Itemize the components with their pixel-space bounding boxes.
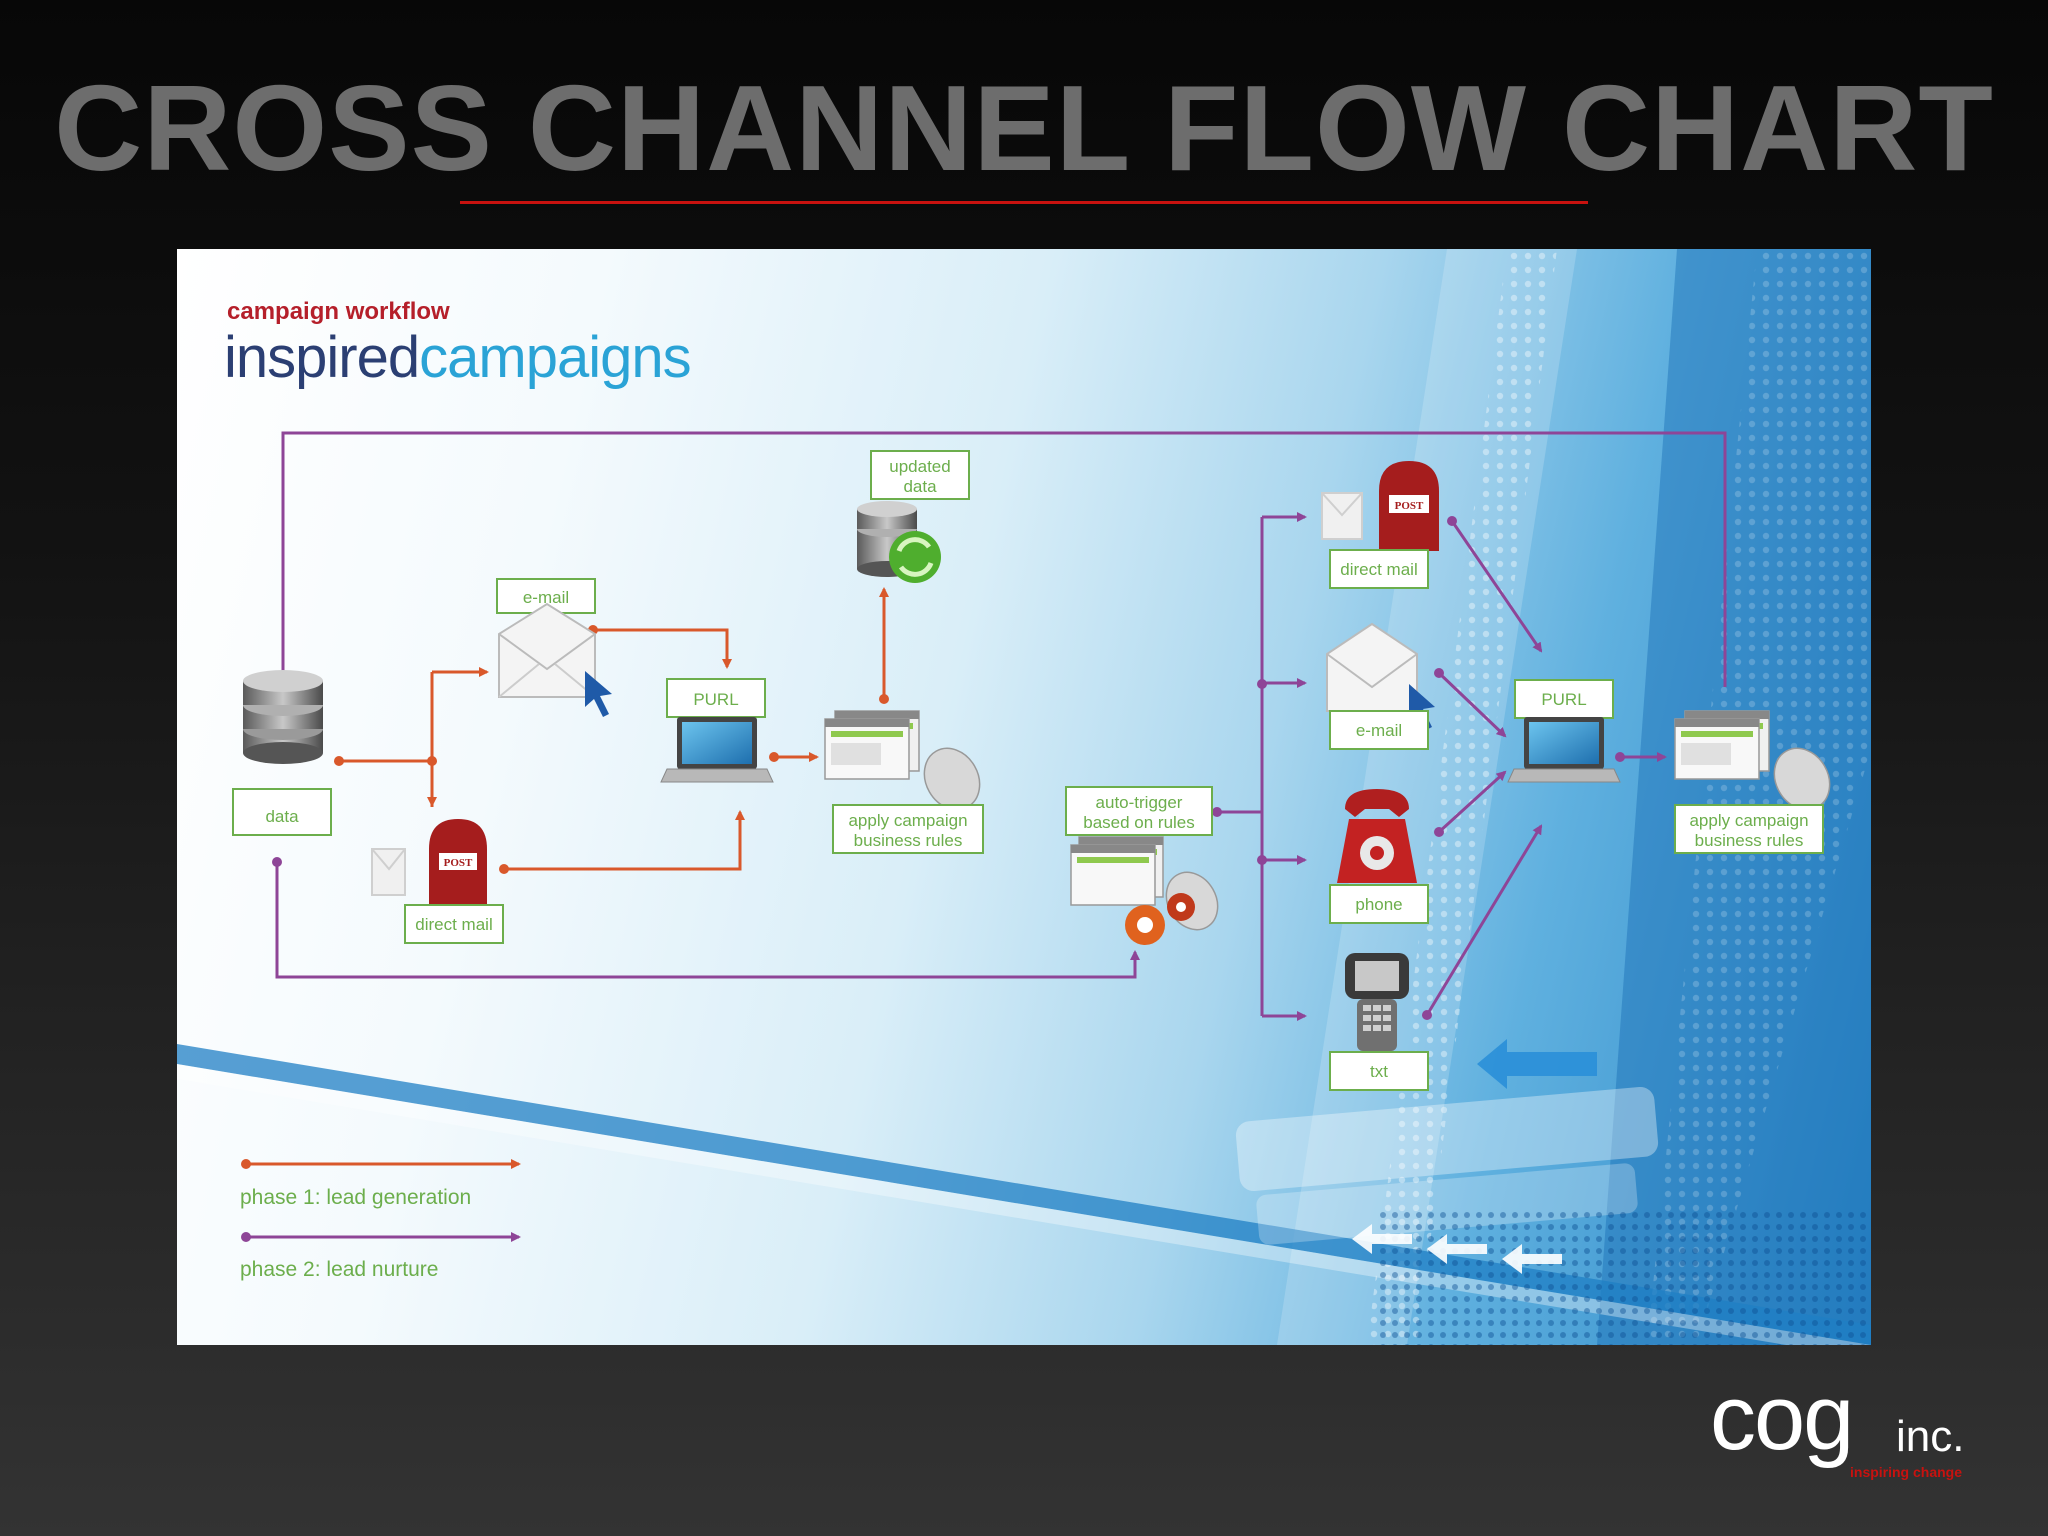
cursor-icon [1409, 684, 1435, 730]
updated-data-label-1: updated [889, 457, 950, 476]
direct-mail-2-box [1329, 549, 1429, 589]
phase1-connector-dots [334, 625, 889, 874]
brand-part2: campaigns [419, 325, 690, 390]
envelope-icon [1326, 622, 1418, 712]
phase2-connectors [275, 431, 1727, 1021]
direct-mail-1-label: direct mail [415, 915, 492, 934]
phone-icon [1337, 789, 1417, 883]
title-underline [460, 201, 1588, 204]
data-node-label: data [265, 807, 299, 826]
flow-chart-panel: campaign workflow inspiredcampaigns [177, 249, 1871, 1345]
phase2-connector-dots [272, 516, 1625, 1020]
auto-trigger-label-2: based on rules [1083, 813, 1195, 832]
mailbox-icon: POST [371, 819, 487, 905]
purl-2-label: PURL [1541, 690, 1586, 709]
envelope-icon [498, 602, 596, 698]
purl-1-label: PURL [693, 690, 738, 709]
slide-title: CROSS CHANNEL FLOW CHART [54, 60, 1994, 196]
browser-mouse-icon [824, 710, 981, 811]
cursor-icon [585, 671, 612, 717]
apply-rules-1-label-2: business rules [854, 831, 963, 850]
refresh-icon [889, 531, 941, 583]
updated-data-label-2: data [903, 477, 937, 496]
apply-rules-2-label-2: business rules [1695, 831, 1804, 850]
diagram-brand: inspiredcampaigns [224, 325, 691, 390]
brand-part1: inspired [224, 325, 419, 390]
diagram-kicker: campaign workflow [227, 298, 450, 325]
browser-mouse-icon [1674, 710, 1831, 811]
flow-chart-diagram: campaign workflow inspiredcampaigns [177, 249, 1871, 1345]
database-icon [243, 670, 323, 764]
browser-gear-icon [1070, 836, 1219, 945]
txt-box [1329, 1051, 1429, 1091]
data-node-box [232, 788, 332, 836]
logo-suffix-text: inc. [1896, 1412, 1965, 1461]
purl-1-box [666, 678, 766, 718]
apply-rules-1-box [832, 804, 984, 854]
updated-data-box [870, 450, 970, 500]
legend-phase2-label: phase 2: lead nurture [240, 1258, 438, 1281]
phone-label: phone [1355, 895, 1402, 914]
mobile-phone-icon [1345, 953, 1409, 1051]
auto-trigger-label-1: auto-trigger [1096, 793, 1183, 812]
legend-phase1-label: phase 1: lead generation [240, 1186, 471, 1209]
laptop-icon [660, 717, 774, 783]
apply-rules-1-label-1: apply campaign [848, 811, 967, 830]
email-2-label: e-mail [1356, 721, 1402, 740]
email-1-label: e-mail [523, 588, 569, 607]
apply-rules-2-label-1: apply campaign [1689, 811, 1808, 830]
mailbox-icon: POST [1321, 461, 1439, 551]
cog-inc-logo: cog inc. inspiring change [1710, 1368, 1980, 1488]
laptop-icon [1507, 717, 1621, 783]
background-decoration [177, 249, 1871, 1345]
auto-trigger-box [1065, 786, 1213, 836]
direct-mail-2-label: direct mail [1340, 560, 1417, 579]
apply-rules-2-box [1674, 804, 1824, 854]
logo-main-text: cog [1710, 1367, 1854, 1469]
legend: phase 1: lead generation phase 2: lead n… [240, 1159, 521, 1281]
mailbox-sign-2: POST [1395, 500, 1424, 512]
email-2-box [1329, 710, 1429, 750]
phone-box [1329, 884, 1429, 924]
phase1-connectors [339, 587, 889, 871]
logo-tagline: inspiring change [1850, 1464, 1963, 1480]
direct-mail-1-box [404, 904, 504, 944]
mailbox-sign-1: POST [444, 857, 473, 869]
purl-2-box [1514, 679, 1614, 719]
txt-label: txt [1370, 1062, 1388, 1081]
